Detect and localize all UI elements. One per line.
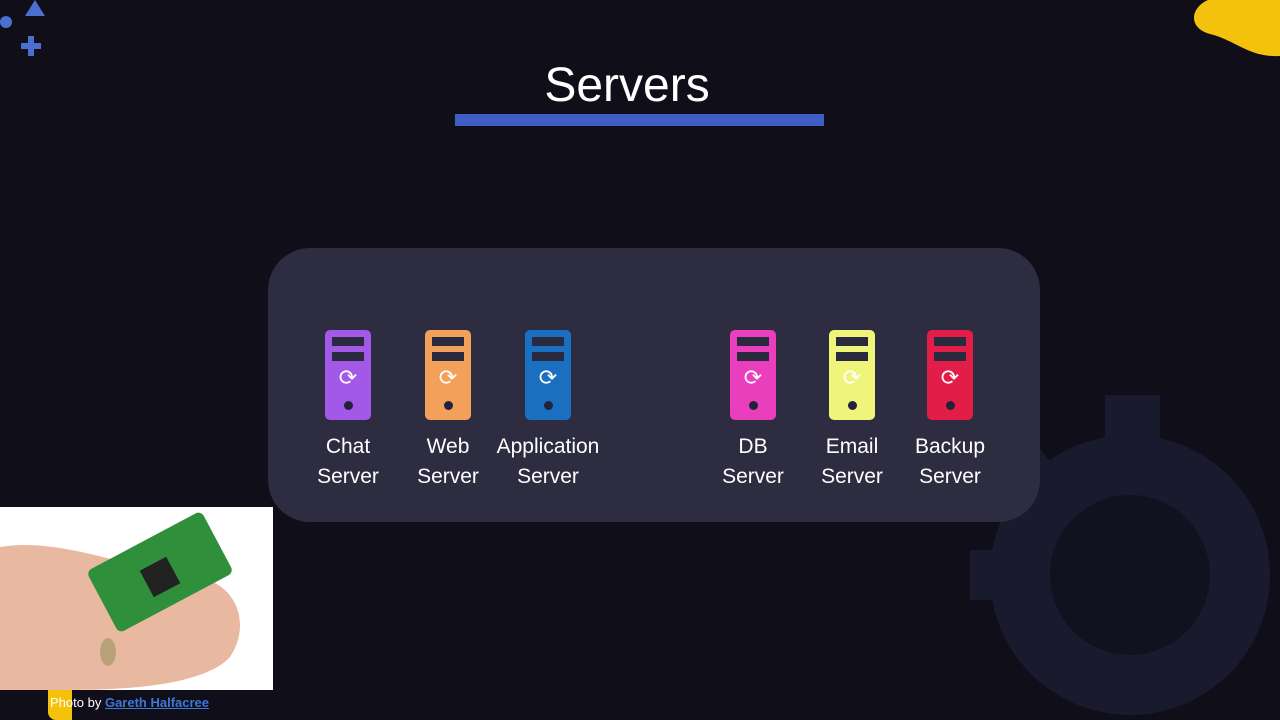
- raspberry-pi-photo: [0, 507, 273, 690]
- server-icon: ⟳: [325, 330, 371, 420]
- server-icon: ⟳: [829, 330, 875, 420]
- server-icon: ⟳: [425, 330, 471, 420]
- sync-icon: ⟳: [538, 365, 558, 390]
- sync-icon: ⟳: [438, 365, 458, 390]
- circle-shape: [0, 16, 12, 28]
- credit-author-link[interactable]: Gareth Halfacree: [104, 695, 210, 710]
- server-icon: ⟳: [927, 330, 973, 420]
- server-icon: ⟳: [730, 330, 776, 420]
- servers-panel: [268, 248, 1040, 522]
- plus-icon: [21, 36, 41, 56]
- yellow-blob: [1194, 0, 1280, 57]
- sync-icon: ⟳: [842, 365, 862, 390]
- credit-prefix: Photo by: [50, 695, 102, 710]
- triangle-icon: [25, 0, 45, 16]
- sync-icon: ⟳: [940, 365, 960, 390]
- sync-icon: ⟳: [743, 365, 763, 390]
- photo-credit: Photo by Gareth Halfacree: [50, 695, 209, 710]
- title-underline: [455, 114, 824, 126]
- sync-icon: ⟳: [338, 365, 358, 390]
- decor-shapes: [0, 0, 45, 56]
- server-icon: ⟳: [525, 330, 571, 420]
- yellow-accent: [48, 690, 72, 720]
- page-title: Servers: [544, 59, 710, 112]
- gear-icon: [970, 395, 1270, 715]
